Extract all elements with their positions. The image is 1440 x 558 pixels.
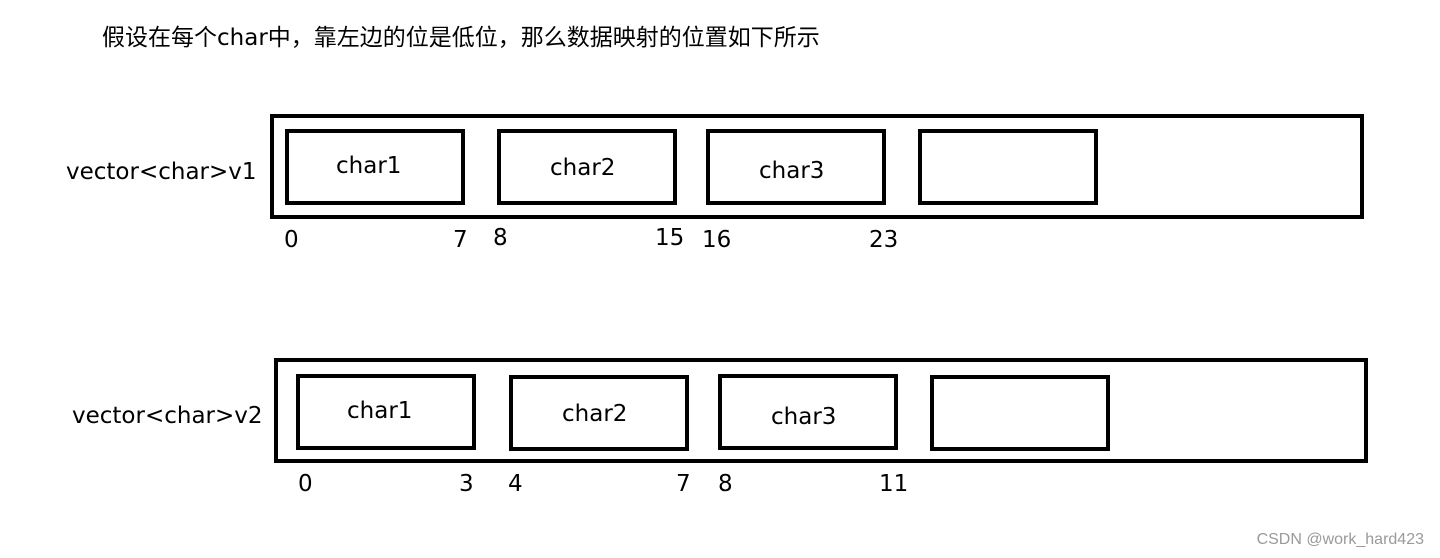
vector-v2-cell-3-label: char3 xyxy=(771,404,837,430)
vector-v2-cell-2 xyxy=(509,375,689,451)
vector-v2-index-label: 8 xyxy=(718,471,733,497)
vector-v2-container xyxy=(274,358,1368,463)
vector-v1-label: vector<char>v1 xyxy=(66,159,257,185)
watermark-text: CSDN @work_hard423 xyxy=(1256,531,1424,548)
vector-v2-cell-2-label: char2 xyxy=(562,401,628,427)
vector-v2-label: vector<char>v2 xyxy=(72,403,263,429)
vector-v1-cell-3-label: char3 xyxy=(759,158,825,184)
vector-v1-cell-2-label: char2 xyxy=(550,155,616,181)
vector-v1-index-label: 0 xyxy=(284,227,299,253)
vector-v2-index-label: 4 xyxy=(508,471,523,497)
vector-v1-cell-4 xyxy=(918,129,1098,205)
vector-v1-cell-1-label: char1 xyxy=(336,153,402,179)
vector-v1-index-label: 16 xyxy=(702,227,732,253)
vector-v2-index-label: 11 xyxy=(879,471,909,497)
vector-v2-cell-4 xyxy=(930,375,1110,451)
diagram-caption: 假设在每个char中，靠左边的位是低位，那么数据映射的位置如下所示 xyxy=(102,25,820,51)
vector-v2-index-label: 3 xyxy=(459,471,474,497)
vector-v2-index-label: 0 xyxy=(298,471,313,497)
vector-v1-index-label: 23 xyxy=(869,227,899,253)
vector-v1-cell-2 xyxy=(497,129,677,205)
vector-v1-cell-3 xyxy=(706,129,886,205)
vector-v1-index-label: 7 xyxy=(453,227,468,253)
vector-v1-index-label: 15 xyxy=(655,225,685,251)
vector-v1-cell-1 xyxy=(285,129,465,205)
vector-v1-container xyxy=(270,114,1364,219)
vector-v1-index-label: 8 xyxy=(493,225,508,251)
vector-v2-cell-1 xyxy=(296,374,476,450)
vector-v2-cell-1-label: char1 xyxy=(347,398,413,424)
vector-v2-cell-3 xyxy=(718,374,898,450)
vector-v2-index-label: 7 xyxy=(676,471,691,497)
